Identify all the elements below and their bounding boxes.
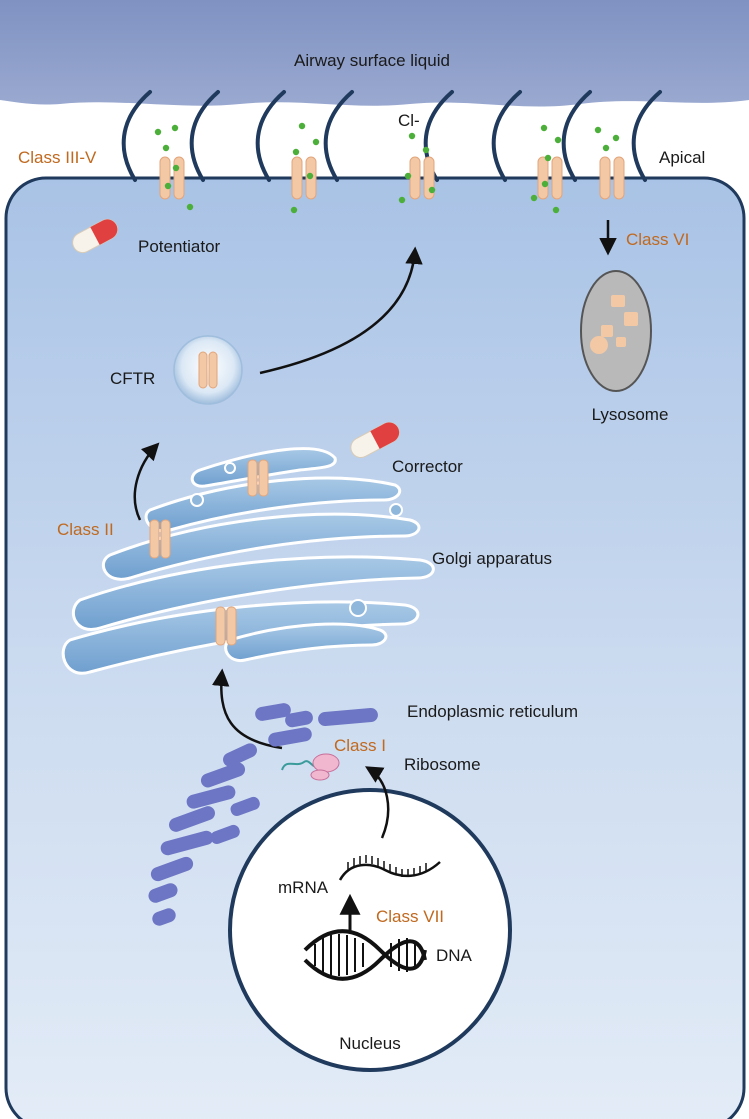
ribosome-label: Ribosome xyxy=(404,755,481,774)
airway-surface-liquid-label: Airway surface liquid xyxy=(294,51,450,70)
corrector-label: Corrector xyxy=(392,457,463,476)
apical-channel xyxy=(537,156,563,200)
nucleus xyxy=(228,788,512,1072)
nucleus-label: Nucleus xyxy=(339,1034,400,1053)
er-to-golgi-arrow xyxy=(211,668,283,750)
golgi-cftr-channel xyxy=(149,519,171,559)
dna-helix-icon xyxy=(303,929,427,981)
lysosome-label: Lysosome xyxy=(592,405,669,424)
dna-label: DNA xyxy=(436,946,473,965)
class-vii-label: Class VII xyxy=(376,907,444,926)
chloride-ions xyxy=(154,122,620,214)
ribosome xyxy=(310,753,340,781)
apical-channel xyxy=(599,156,625,200)
class-vi-label: Class VI xyxy=(626,230,689,249)
lysosome xyxy=(580,270,652,392)
class-iii-v-label: Class III-V xyxy=(18,148,97,167)
potentiator-label: Potentiator xyxy=(138,237,221,256)
golgi-cftr-channel xyxy=(247,459,269,497)
cftr-label: CFTR xyxy=(110,369,155,388)
cftr-vesicle xyxy=(173,335,243,405)
golgi-exit-arrow xyxy=(133,442,160,521)
chloride-label: Cl- xyxy=(398,111,420,130)
mrna-label: mRNA xyxy=(278,878,329,897)
endoplasmic-reticulum xyxy=(148,703,378,926)
golgi-label: Golgi apparatus xyxy=(432,549,552,568)
cilia xyxy=(121,90,662,182)
golgi-cftr-channel xyxy=(215,606,237,646)
corrector-pill-icon xyxy=(350,421,400,459)
airway-surface-liquid xyxy=(0,0,749,107)
apical-label: Apical xyxy=(659,148,705,167)
er-label: Endoplasmic reticulum xyxy=(407,702,578,721)
mrna-strand xyxy=(338,861,441,881)
epithelial-cell xyxy=(4,176,746,1119)
trafficking-arrow xyxy=(259,246,423,375)
golgi-vesicles xyxy=(190,462,403,617)
cftr-channel xyxy=(198,351,218,389)
class-i-label: Class I xyxy=(334,736,386,755)
mrna-bases xyxy=(347,855,427,877)
potentiator-pill-icon xyxy=(72,218,118,254)
degraded-cftr-fragments xyxy=(590,295,638,354)
class-ii-label: Class II xyxy=(57,520,114,539)
mrna-export-arrow xyxy=(365,766,390,839)
